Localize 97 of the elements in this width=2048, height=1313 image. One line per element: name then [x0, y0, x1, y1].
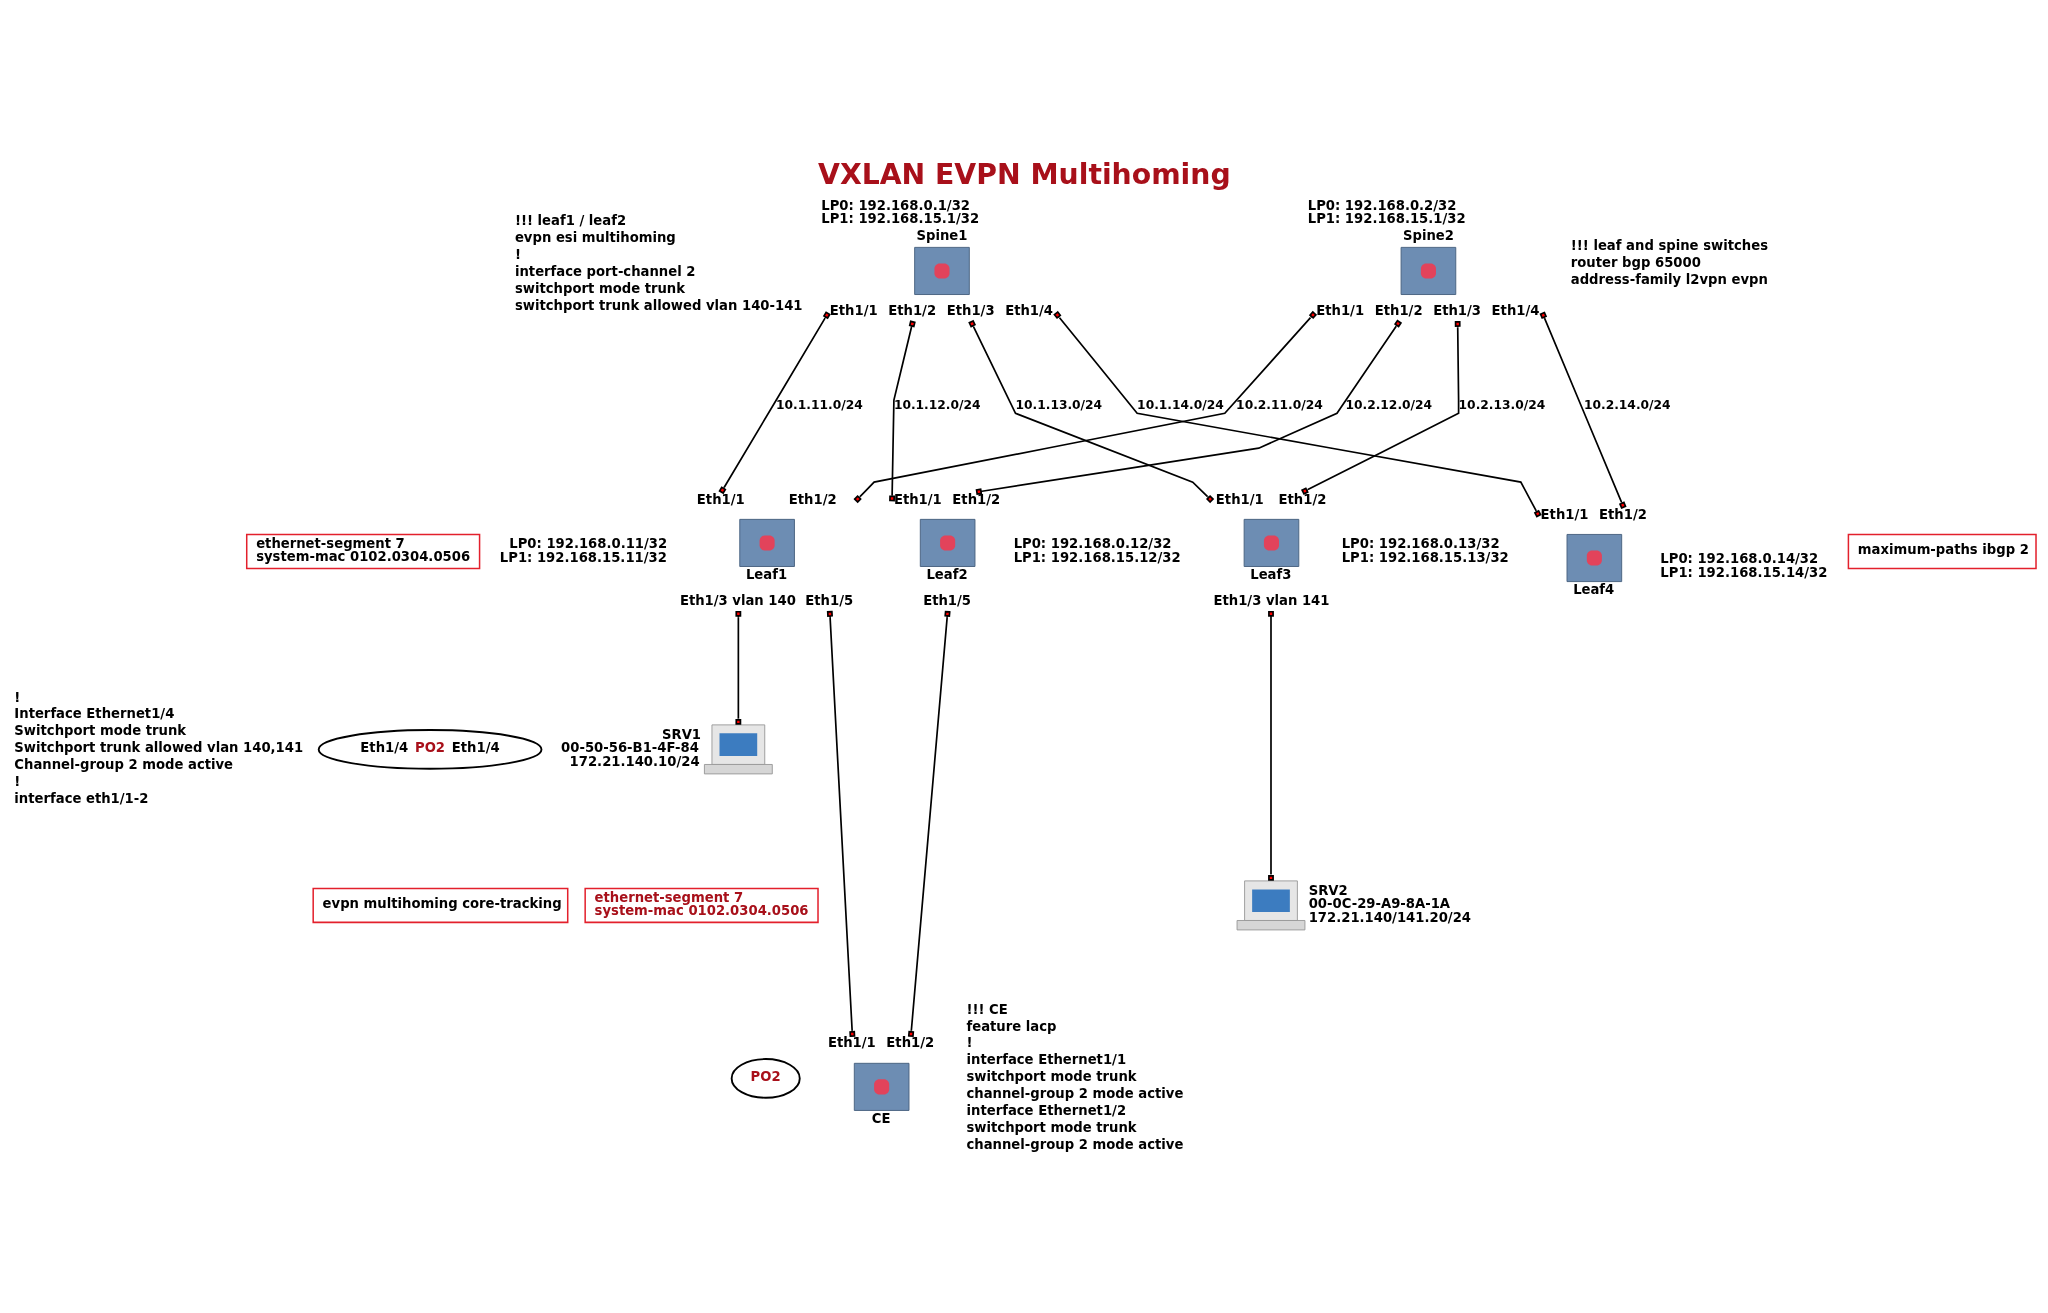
edge-label: 10.2.12.0/24 — [1345, 397, 1433, 412]
node-label: Eth1/5 — [923, 592, 971, 608]
connector — [975, 319, 1403, 495]
node-label: Eth1/4 — [1491, 302, 1540, 318]
node-label: LP1: 192.168.15.13/32 — [1341, 549, 1509, 564]
node-label: LP0: 192.168.0.13/32 — [1341, 535, 1500, 551]
node-label: Eth1/2 — [888, 302, 937, 318]
node-label: 00-0C-29-A9-8A-1A — [1308, 895, 1451, 911]
label: ! — [966, 1034, 973, 1050]
label: channel-group 2 mode active — [966, 1136, 1184, 1152]
node-label: Eth1/2 — [1278, 491, 1327, 507]
node-label: Eth1/3 vlan 141 — [1213, 592, 1330, 608]
node-label: 172.21.140.10/24 — [569, 753, 700, 769]
edge-label: 10.2.14.0/24 — [1583, 397, 1671, 412]
node-label: Eth1/1 — [827, 1034, 876, 1050]
node-ellipse: Eth1/4 PO2 Eth1/4 — [317, 728, 543, 770]
connector — [1268, 610, 1274, 881]
node-label: Eth1/4 — [1005, 302, 1054, 318]
label: ! — [14, 773, 21, 789]
node-label: Eth1/2 — [886, 1034, 935, 1050]
node-label: LP1: 192.168.15.11/32 — [499, 549, 667, 564]
connector — [826, 610, 856, 1037]
connector — [853, 310, 1318, 503]
node-label: Eth1/1 — [893, 491, 942, 507]
edge-label: 10.2.11.0/24 — [1236, 397, 1323, 412]
label: Switchport trunk allowed vlan 140,141 — [14, 739, 304, 755]
label: Switchport mode trunk — [14, 722, 187, 738]
node-label: Eth1/1 — [1316, 302, 1365, 318]
node-label: LP0: 192.168.0.1/32 — [821, 197, 971, 213]
node-label: Eth1/2 — [952, 491, 1001, 507]
label: switchport trunk allowed vlan 140-141 — [514, 297, 803, 313]
node-label: Eth1/3 vlan 140 — [679, 592, 796, 608]
label: interface Ethernet1/1 — [966, 1051, 1127, 1067]
node-label: SRV1 — [661, 726, 702, 742]
label: switchport mode trunk — [514, 280, 686, 296]
edge-label: 10.1.13.0/24 — [1015, 397, 1103, 412]
node-label: LP0: 192.168.0.12/32 — [1013, 535, 1172, 551]
label: address-family l2vpn evpn — [1570, 271, 1768, 287]
node-label: Leaf4 — [1573, 581, 1615, 597]
connector — [968, 319, 1215, 503]
diagram-title: VXLAN EVPN Multihoming — [818, 157, 1231, 191]
node-label: Leaf2 — [926, 566, 968, 582]
label: switchport mode trunk — [966, 1068, 1137, 1084]
node-box: maximum-paths ibgp 2 — [1847, 533, 2037, 569]
node-label: LP0: 192.168.0.11/32 — [509, 535, 668, 551]
node-label: LP1: 192.168.15.1/32 — [1307, 210, 1466, 226]
label: switchport mode trunk — [966, 1119, 1137, 1135]
node-label: Leaf1 — [745, 566, 788, 582]
node-label: Eth1/3 — [1433, 302, 1482, 318]
node-label: LP1: 192.168.15.14/32 — [1660, 564, 1828, 580]
edge-label: 10.1.12.0/24 — [893, 397, 981, 412]
connector — [907, 610, 951, 1037]
edge-label: 10.1.11.0/24 — [776, 397, 863, 412]
node-label: LP0: 192.168.0.14/32 — [1660, 550, 1819, 566]
node-ellipse: PO2 — [730, 1057, 801, 1099]
connector — [1053, 310, 1542, 518]
node-label: Eth1/2 — [788, 491, 837, 507]
node-label: Eth1/1 — [1215, 491, 1264, 507]
node-label: Eth1/3 — [946, 302, 995, 318]
label: !!! leaf1 / leaf2 — [514, 212, 627, 228]
node-box: ethernet-segment 7 system-mac 0102.0304.0506 — [245, 533, 481, 569]
connector — [718, 310, 831, 494]
label: !!! CE — [966, 1001, 1008, 1017]
node-label: Eth1/2 — [1374, 302, 1423, 318]
node-label: LP1: 192.168.15.12/32 — [1013, 549, 1181, 564]
label: interface eth1/1-2 — [14, 790, 149, 806]
label: ! — [514, 246, 521, 262]
node-label: 172.21.140/141.20/24 — [1308, 909, 1472, 925]
node-label: Leaf3 — [1250, 566, 1292, 582]
node-label: Eth1/2 — [1599, 506, 1647, 522]
label: interface Ethernet1/2 — [966, 1102, 1127, 1118]
connector — [889, 319, 916, 501]
label: router bgp 65000 — [1570, 254, 1701, 270]
label: evpn esi multihoming — [514, 229, 676, 245]
node-box: evpn multihoming core-tracking — [312, 887, 569, 923]
label: channel-group 2 mode active — [966, 1085, 1184, 1101]
label: ! — [14, 689, 21, 704]
node-box: ethernet-segment 7 system-mac 0102.0304.0506 — [584, 887, 819, 923]
node-label: Eth1/5 — [805, 592, 854, 608]
edge-label: 10.2.13.0/24 — [1458, 397, 1546, 412]
node-label: Eth1/1 — [1540, 506, 1589, 522]
node-label: SRV2 — [1308, 882, 1348, 898]
label: feature lacp — [966, 1018, 1057, 1034]
node-label: CE — [871, 1110, 891, 1126]
edge-label: 10.1.14.0/24 — [1137, 397, 1224, 412]
node-label: Eth1/1 — [829, 302, 878, 318]
node-label: LP1: 192.168.15.1/32 — [821, 210, 980, 226]
label: Interface Ethernet1/4 — [14, 705, 175, 721]
node-label: LP0: 192.168.0.2/32 — [1307, 197, 1457, 213]
label: interface port-channel 2 — [514, 263, 696, 279]
node-label: Spine1 — [916, 227, 968, 243]
node-label: Eth1/1 — [696, 491, 745, 507]
node-label: 00-50-56-B1-4F-84 — [561, 739, 699, 755]
connector — [1539, 310, 1627, 509]
node-label: Spine2 — [1402, 227, 1454, 243]
label: !!! leaf and spine switches — [1570, 237, 1769, 253]
label: Channel-group 2 mode active — [14, 756, 234, 772]
